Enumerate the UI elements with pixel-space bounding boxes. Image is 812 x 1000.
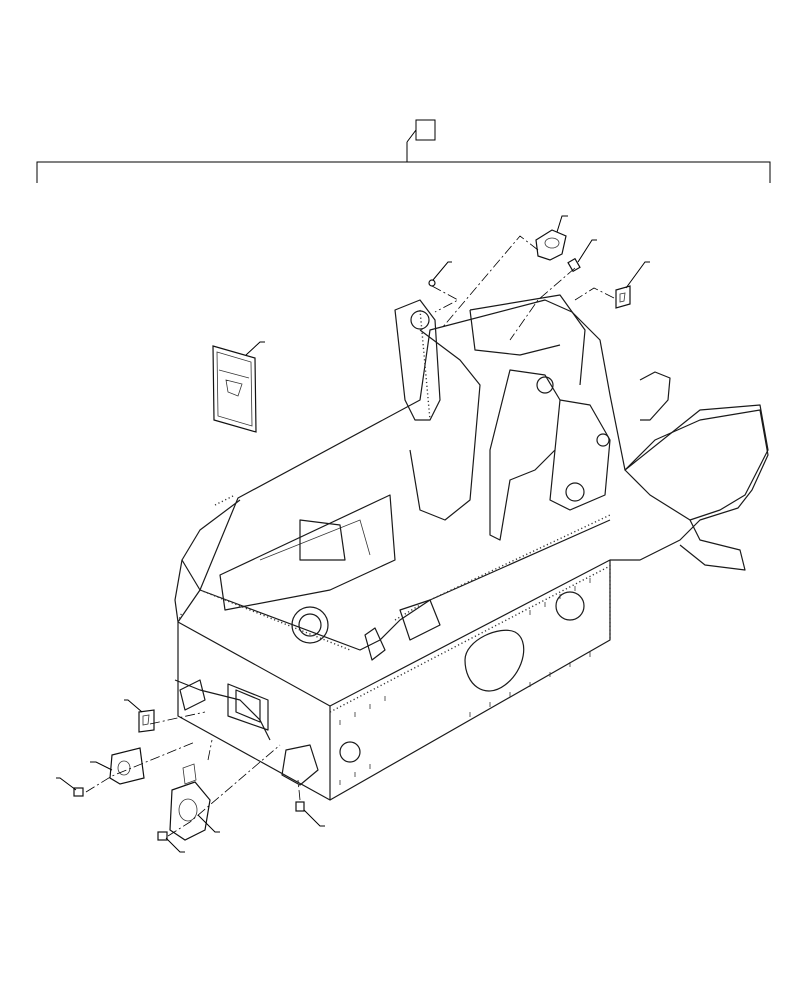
- part-10-label-lower: [138, 709, 155, 733]
- part-3-bolt-lower: [157, 831, 168, 841]
- part-4-nut: [295, 801, 305, 812]
- part-10-label-upper: [615, 285, 631, 309]
- part-9-screw: [428, 279, 436, 287]
- part-6-plate: [169, 763, 211, 841]
- part-3-bolt-upper: [73, 787, 84, 797]
- assembly-centerlines: [85, 235, 615, 837]
- part-7-plate: [535, 229, 567, 261]
- part-8-bolt: [567, 257, 581, 273]
- part-2-decal: [212, 345, 257, 433]
- frame-rivets: [177, 309, 611, 713]
- chassis-frame: [174, 294, 769, 801]
- part-5-bracket: [109, 747, 145, 785]
- assembly-bracket: [36, 119, 771, 183]
- side-bolts: [339, 578, 591, 785]
